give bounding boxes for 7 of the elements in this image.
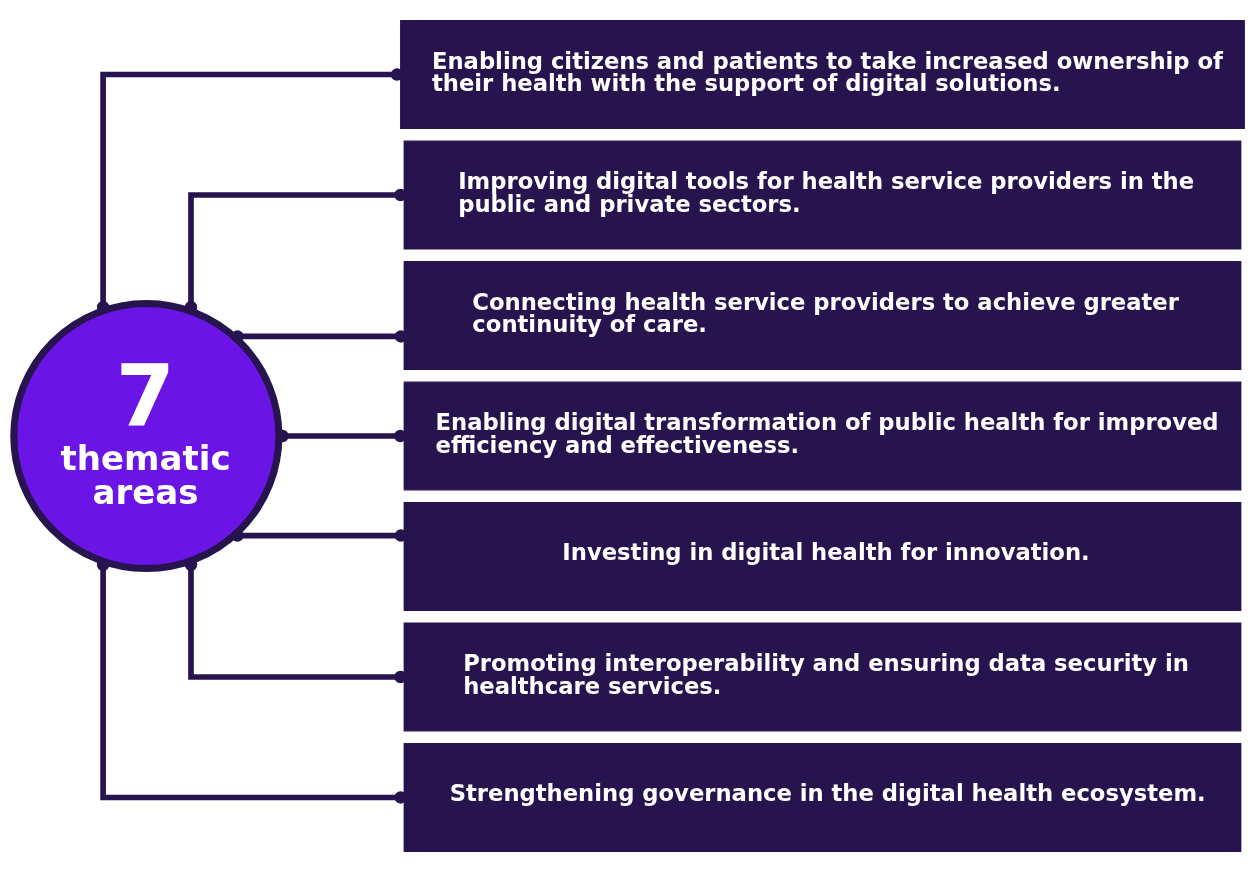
node-box: Enabling citizens and patients to take increased ownership of their health with the support of digital solutions. — [400, 19, 1245, 130]
node-box: Improving digital tools for health service providers in the public and private sectors. — [403, 140, 1242, 250]
node-box: Investing in digital health for innovation. — [403, 501, 1242, 612]
node-box: Connecting health service providers to achieve greater continuity of care. — [403, 260, 1242, 371]
node-box: Promoting interoperability and ensuring data security in healthcare services. — [403, 622, 1242, 732]
node-box: Strengthening governance in the digital health ecosystem. — [403, 742, 1242, 853]
node-box: Enabling digital transformation of public health for improved efficiency and effectiveness. — [403, 381, 1242, 491]
